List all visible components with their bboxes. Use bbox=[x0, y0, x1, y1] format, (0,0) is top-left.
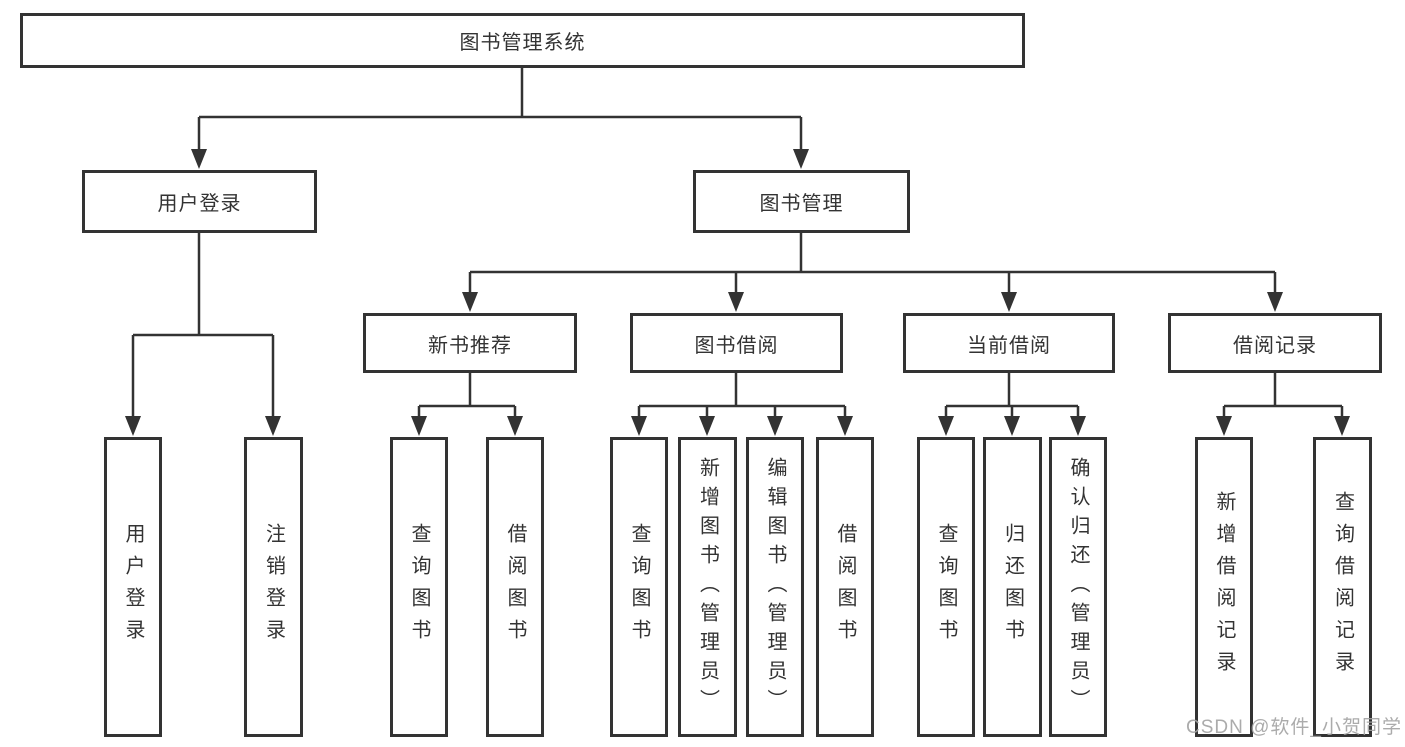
csdn-watermark: CSDN @软件_小贺同学 bbox=[1186, 717, 1402, 738]
leaf-user-login-label: 用户登录 bbox=[122, 523, 144, 651]
leaf-cb-query-books: 查询图书 bbox=[917, 437, 975, 737]
leaf-br-query-record-label: 查询借阅记录 bbox=[1331, 491, 1354, 683]
leaf-bb-add-books-admin-label: 新增图书（管理员） bbox=[696, 456, 719, 718]
node-new-book-recommend-label: 新书推荐 bbox=[428, 334, 512, 357]
node-borrowing-records: 借阅记录 bbox=[1168, 313, 1382, 373]
leaf-cb-return-books: 归还图书 bbox=[983, 437, 1042, 737]
leaf-br-add-record: 新增借阅记录 bbox=[1195, 437, 1253, 737]
node-current-borrowing: 当前借阅 bbox=[903, 313, 1115, 373]
leaf-nb-query-books-label: 查询图书 bbox=[408, 523, 430, 651]
leaf-bb-edit-books-admin: 编辑图书（管理员） bbox=[746, 437, 804, 737]
node-root-label: 图书管理系统 bbox=[459, 32, 586, 54]
node-book-borrowing-label: 图书借阅 bbox=[694, 334, 779, 357]
leaf-cb-confirm-return-admin-label: 确认归还（管理员） bbox=[1067, 456, 1089, 718]
leaf-bb-borrow-books: 借阅图书 bbox=[816, 437, 874, 737]
node-new-book-recommend: 新书推荐 bbox=[363, 313, 577, 373]
leaf-logout: 注销登录 bbox=[244, 437, 303, 737]
leaf-nb-query-books: 查询图书 bbox=[390, 437, 448, 737]
leaf-br-add-record-label: 新增借阅记录 bbox=[1213, 491, 1235, 683]
leaf-bb-edit-books-admin-label: 编辑图书（管理员） bbox=[764, 456, 786, 718]
node-book-management: 图书管理 bbox=[693, 170, 910, 233]
leaf-nb-borrow-books: 借阅图书 bbox=[486, 437, 544, 737]
leaf-user-login: 用户登录 bbox=[104, 437, 162, 737]
node-user-login: 用户登录 bbox=[82, 170, 317, 233]
leaf-bb-add-books-admin: 新增图书（管理员） bbox=[678, 437, 737, 737]
leaf-cb-confirm-return-admin: 确认归还（管理员） bbox=[1049, 437, 1107, 737]
leaf-cb-return-books-label: 归还图书 bbox=[1001, 523, 1024, 651]
leaf-bb-query-books-label: 查询图书 bbox=[628, 523, 650, 651]
node-root-system: 图书管理系统 bbox=[20, 13, 1025, 68]
leaf-bb-query-books: 查询图书 bbox=[610, 437, 668, 737]
leaf-cb-query-books-label: 查询图书 bbox=[935, 523, 957, 651]
node-book-management-label: 图书管理 bbox=[759, 193, 844, 215]
node-user-login-label: 用户登录 bbox=[157, 193, 242, 215]
leaf-bb-borrow-books-label: 借阅图书 bbox=[834, 523, 856, 651]
leaf-logout-label: 注销登录 bbox=[262, 523, 285, 651]
leaf-br-query-record: 查询借阅记录 bbox=[1313, 437, 1372, 737]
leaf-nb-borrow-books-label: 借阅图书 bbox=[504, 523, 526, 651]
node-borrowing-records-label: 借阅记录 bbox=[1233, 334, 1317, 357]
node-current-borrowing-label: 当前借阅 bbox=[967, 334, 1051, 357]
node-book-borrowing: 图书借阅 bbox=[630, 313, 843, 373]
